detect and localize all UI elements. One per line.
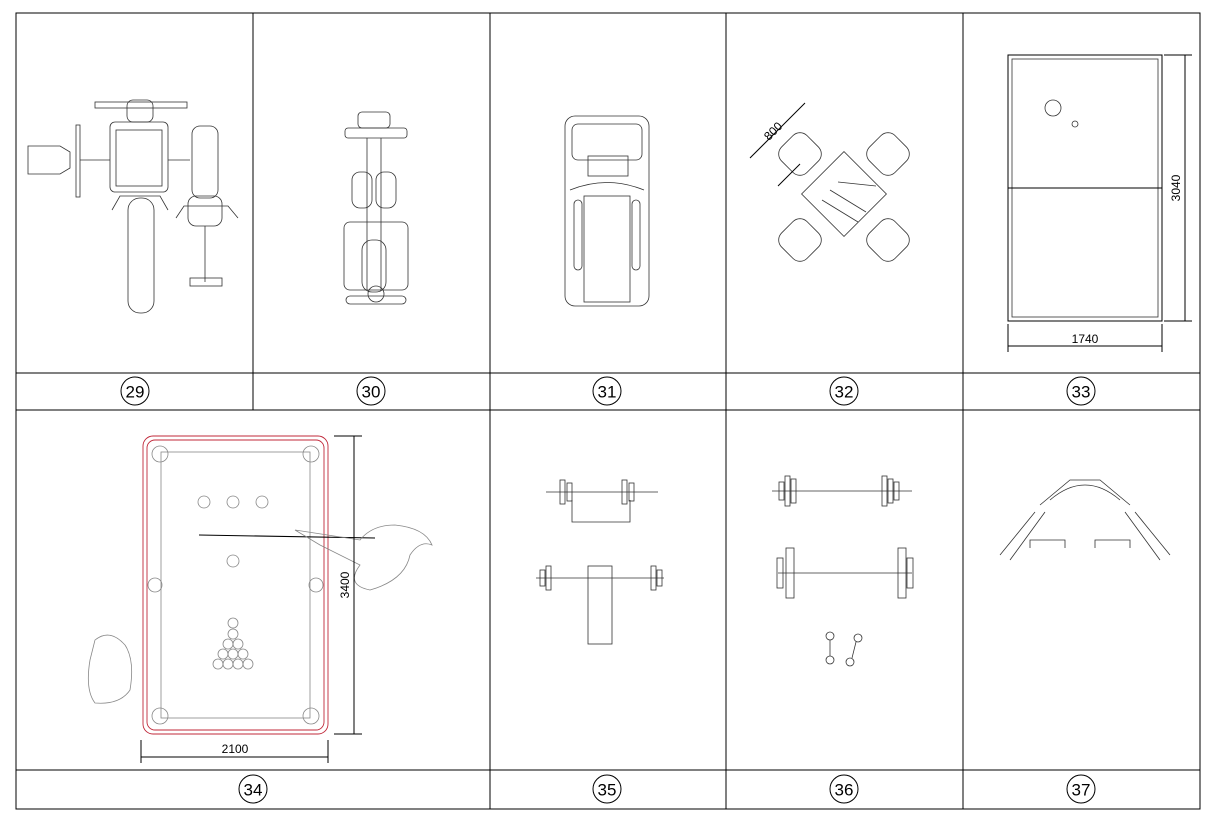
item-label-30: 30 [356, 376, 386, 406]
item-label-37: 37 [1066, 774, 1096, 804]
item-label-31: 31 [592, 376, 622, 406]
svg-text:36: 36 [835, 781, 854, 800]
item-label-34: 34 [238, 774, 268, 804]
svg-text:34: 34 [244, 781, 263, 800]
table-tennis-drawing: 3040 1740 [1007, 54, 1192, 352]
exercise-bike-drawing [343, 111, 409, 305]
item-label-29: 29 [120, 376, 150, 406]
svg-text:32: 32 [835, 383, 854, 402]
item-label-32: 32 [829, 376, 859, 406]
svg-text:29: 29 [126, 383, 145, 402]
svg-text:30: 30 [362, 383, 381, 402]
item-label-33: 33 [1066, 376, 1096, 406]
treadmill-drawing [564, 115, 650, 307]
svg-text:37: 37 [1072, 781, 1091, 800]
item-label-36: 36 [829, 774, 859, 804]
barbell-bench-drawing [536, 479, 664, 645]
svg-text:800: 800 [761, 119, 785, 143]
svg-text:2100: 2100 [222, 742, 249, 756]
table-chairs-drawing: 800 [749, 102, 910, 262]
svg-text:3040: 3040 [1169, 174, 1183, 201]
svg-text:35: 35 [598, 781, 617, 800]
barbells-dumbbells-drawing [772, 475, 914, 667]
svg-text:33: 33 [1072, 383, 1091, 402]
item-label-35: 35 [592, 774, 622, 804]
svg-text:1740: 1740 [1072, 332, 1099, 346]
pool-table-drawing: 3400 2100 [87, 435, 433, 763]
sheet-grid [15, 12, 1201, 810]
svg-text:31: 31 [598, 383, 617, 402]
weight-machine-drawing [27, 99, 239, 314]
multi-gym-drawing [999, 479, 1171, 561]
svg-text:3400: 3400 [338, 571, 352, 598]
